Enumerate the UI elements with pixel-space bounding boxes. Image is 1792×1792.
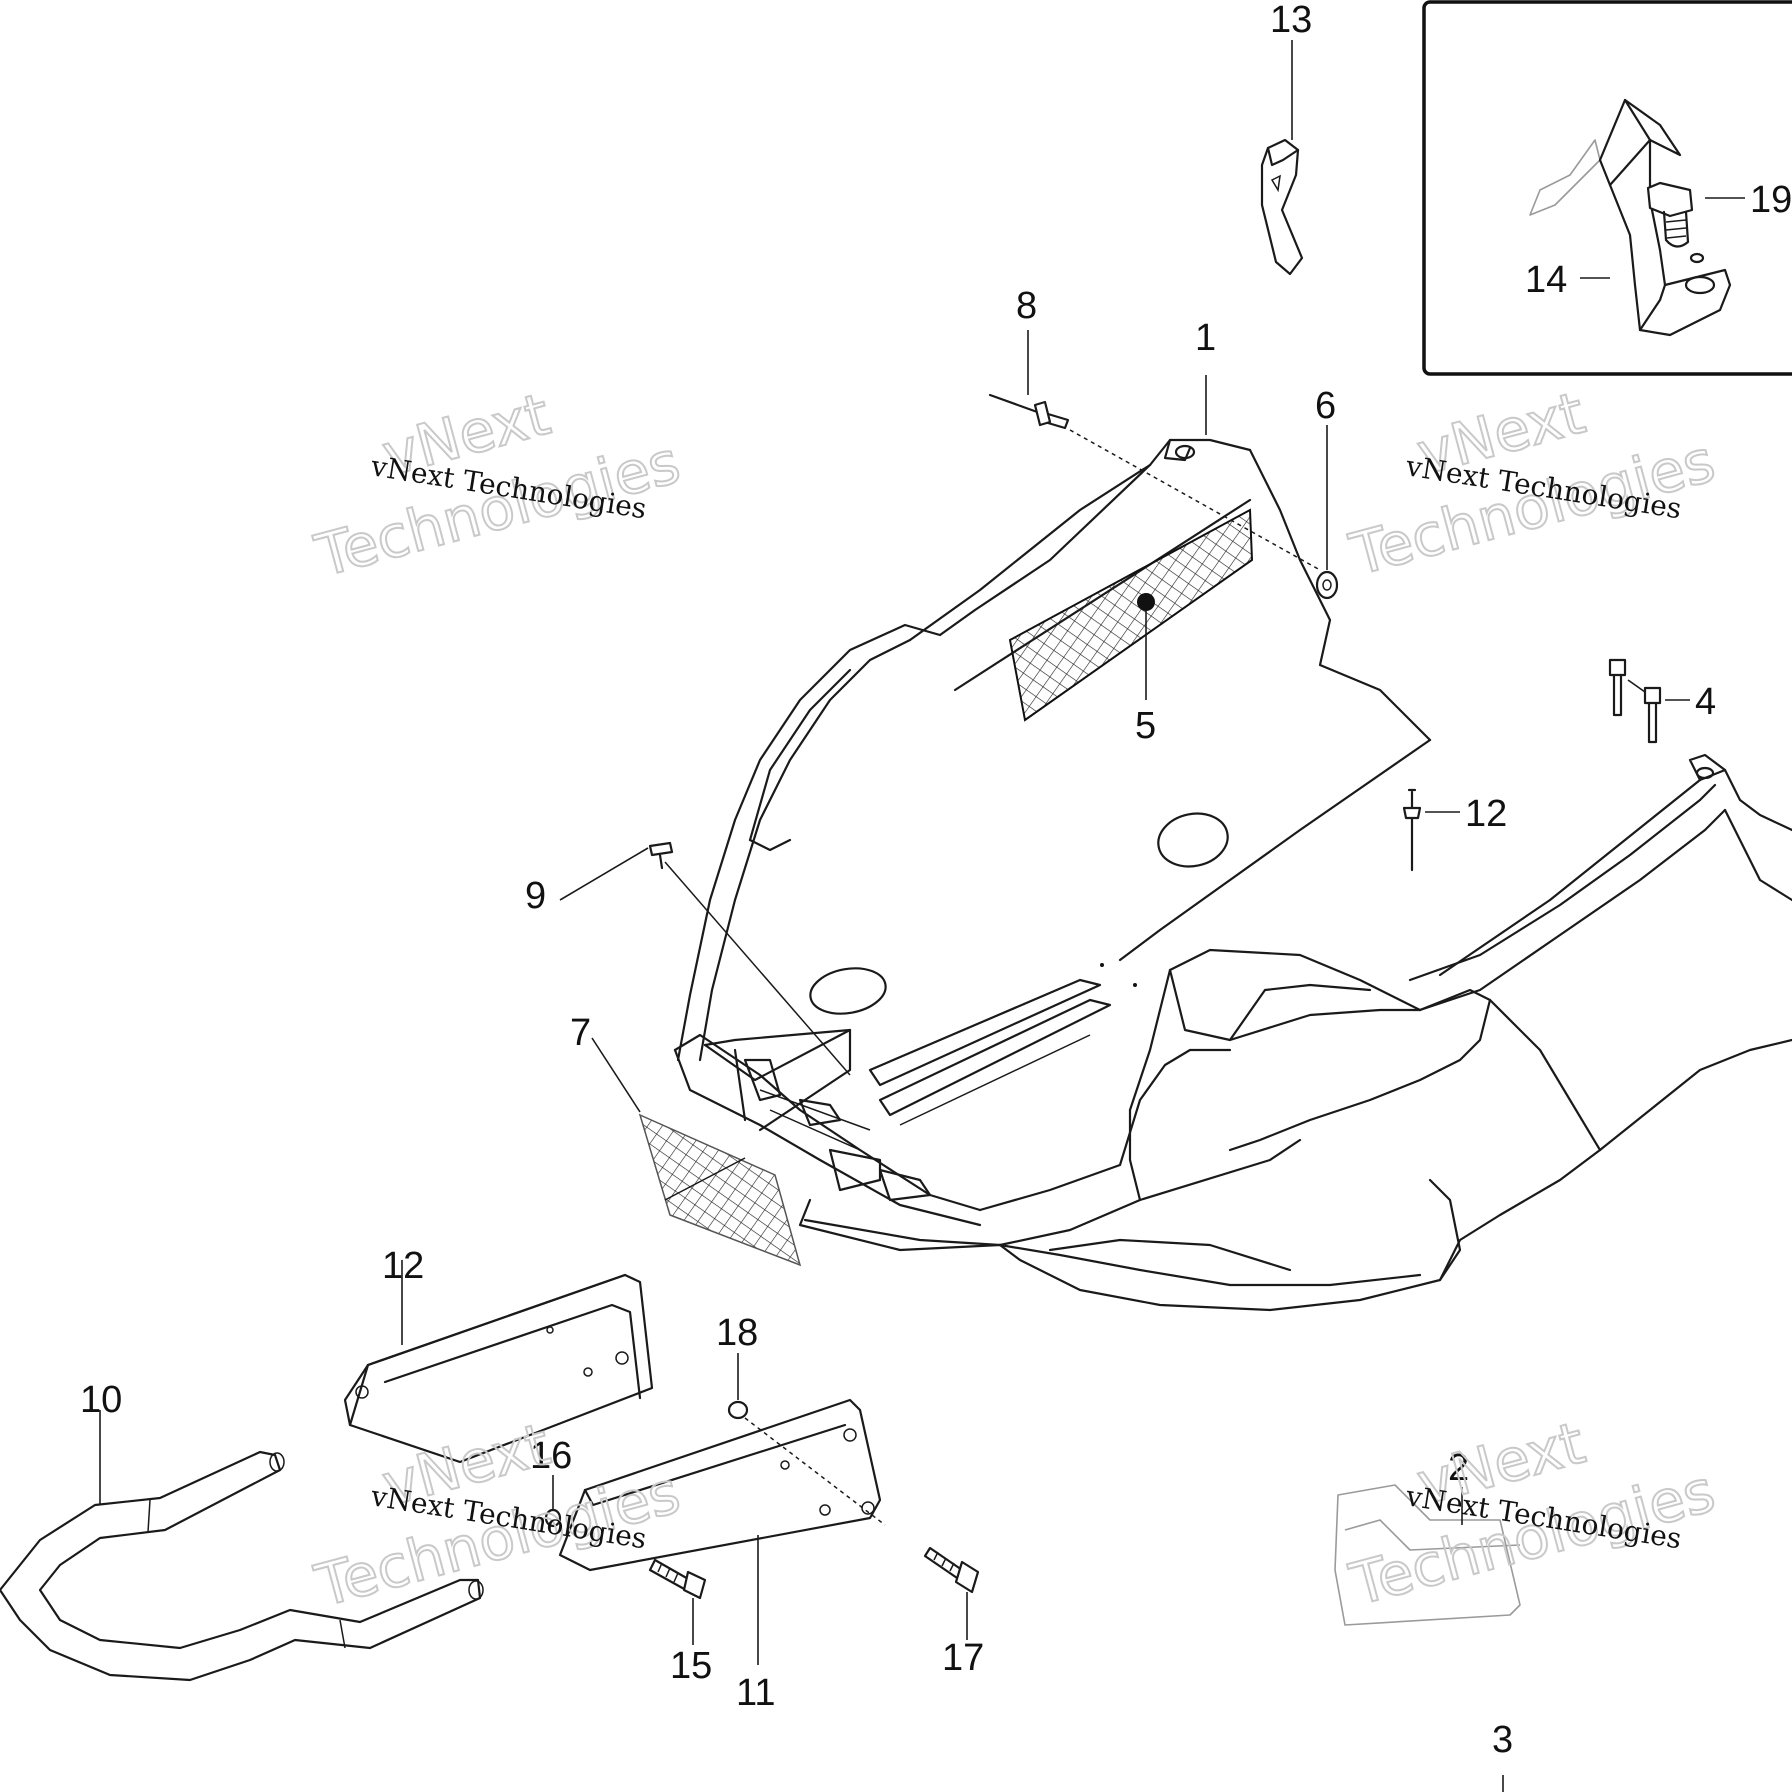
vent-mesh-5: [1008, 508, 1254, 722]
callout-19: 19: [1750, 179, 1792, 221]
callout-2: 2: [1448, 1447, 1469, 1489]
bolt-15: [648, 1558, 707, 1600]
callout-16: 16: [530, 1435, 572, 1477]
callout-7: 7: [570, 1012, 591, 1054]
rivet-8: [988, 393, 1070, 430]
callout-18: 18: [716, 1312, 758, 1354]
callout-3: 3: [1492, 1719, 1513, 1761]
callout-1: 1: [1195, 317, 1216, 359]
rivet-12-upper: [1402, 788, 1422, 872]
bracket-14: [1529, 98, 1732, 337]
bracket-11: [558, 1398, 882, 1572]
leader-7-inner: [664, 1157, 746, 1201]
vent-dot: [1137, 593, 1155, 611]
inset-box: 19 14: [1422, 0, 1792, 376]
callout-4: 4: [1695, 681, 1716, 723]
callout-17: 17: [942, 1637, 984, 1679]
screw-9: [648, 841, 674, 870]
leader-9: [559, 847, 649, 901]
leader-7: [591, 1037, 641, 1113]
callout-11: 11: [736, 1672, 775, 1714]
nut-18: [727, 1400, 749, 1420]
callout-9: 9: [525, 875, 546, 917]
callout-13: 13: [1270, 0, 1312, 41]
alignment-9: [664, 861, 851, 1076]
screws-4: [1608, 658, 1662, 744]
callout-12-upper: 12: [1465, 793, 1507, 835]
callout-6: 6: [1315, 385, 1336, 427]
bolt-17: [923, 1546, 980, 1594]
bumper-10: [0, 1450, 484, 1682]
callout-10: 10: [80, 1379, 122, 1421]
callout-14: 14: [1525, 259, 1567, 301]
hood-1: [673, 438, 1792, 1312]
clip-13: [1260, 138, 1304, 276]
callout-8: 8: [1016, 285, 1037, 327]
bolt-19: [1646, 181, 1694, 248]
washer-6: [1315, 570, 1339, 600]
dashed-alignment-18: [744, 1417, 886, 1526]
callout-12-lower: 12: [382, 1245, 424, 1287]
callout-15: 15: [670, 1645, 712, 1687]
bracket-12-lower: [343, 1273, 654, 1464]
inset-frame: [1422, 0, 1792, 376]
decal-2: [1334, 1484, 1521, 1626]
mesh-7: [638, 1113, 802, 1267]
callout-5: 5: [1135, 705, 1156, 747]
